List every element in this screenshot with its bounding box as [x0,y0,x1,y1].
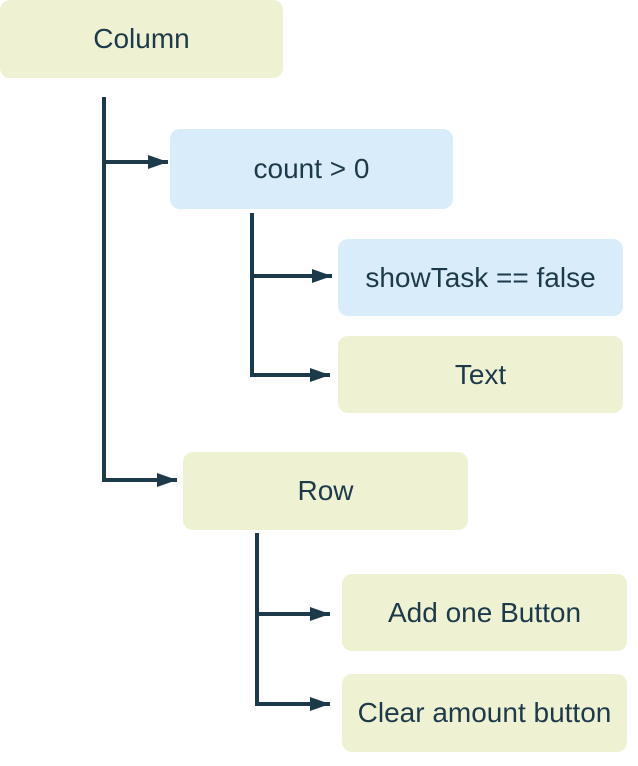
node-add-one-button-label: Add one Button [387,596,582,628]
node-showtask-condition: showTask == false [338,239,623,316]
node-add-one-button: Add one Button [342,574,627,651]
node-clear-amount-button: Clear amount button [342,674,627,752]
node-text-label: Text [454,358,507,390]
node-clear-amount-button-label: Clear amount button [357,697,612,729]
node-text: Text [338,336,623,413]
edge-column-to-count [102,97,168,169]
edge-row-to-add-one [255,533,330,621]
edge-count-to-text [250,213,330,382]
node-showtask-condition-label: showTask == false [365,261,596,293]
edge-column-to-row [102,97,177,487]
edge-count-to-showtask [250,213,332,283]
edge-row-to-clear-amount [255,533,330,711]
node-column-label: Column [93,23,190,55]
node-column: Column [0,0,283,78]
node-count-condition-label: count > 0 [253,153,370,185]
node-row: Row [183,452,468,530]
node-count-condition: count > 0 [170,129,453,209]
node-row-label: Row [297,475,354,507]
